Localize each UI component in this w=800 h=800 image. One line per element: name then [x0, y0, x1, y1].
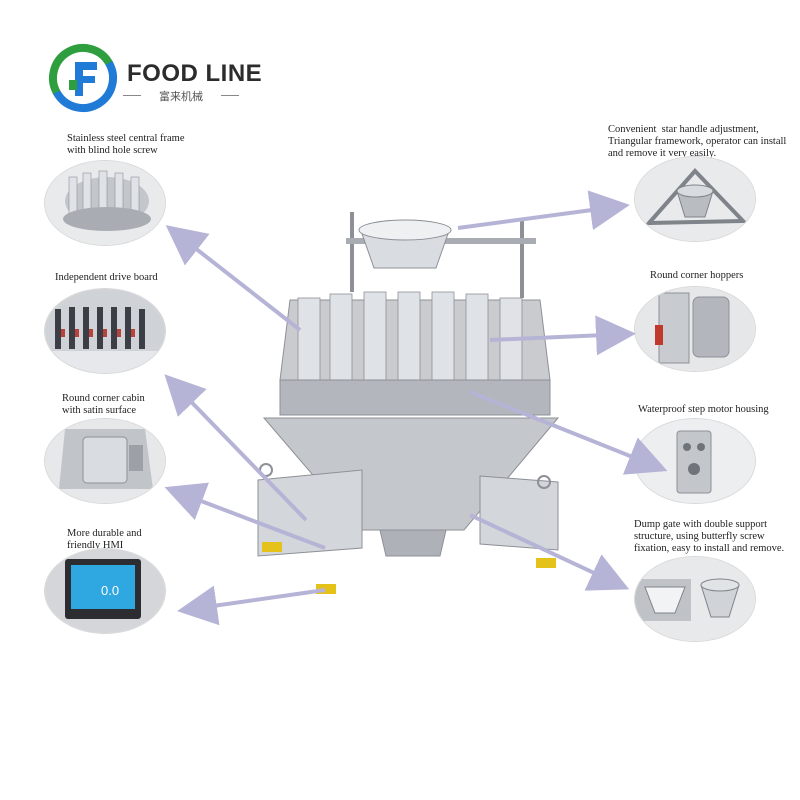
- hmi-display-value: 0.0: [101, 583, 120, 598]
- multihead-weigher-image: [257, 212, 560, 594]
- brand-logo: FOOD LINE 富来机械: [45, 40, 305, 120]
- thumb-cabin: [44, 418, 166, 504]
- label-central-frame: Stainless steel central frame with blind…: [67, 133, 185, 156]
- thumb-star-handle: [634, 156, 756, 242]
- thumb-motor-housing: [634, 418, 756, 504]
- label-dump-gate: Dump gate with double support structure,…: [634, 519, 785, 554]
- brand-name: FOOD LINE: [127, 60, 263, 87]
- label-star-handle: Convenient star handle adjustment, Trian…: [608, 124, 787, 159]
- thumb-hoppers: [634, 286, 756, 372]
- label-drive-board: Independent drive board: [55, 272, 158, 283]
- hoppers-image: [635, 287, 755, 371]
- thumb-dump-gate: [634, 556, 756, 642]
- cabin-image: [45, 419, 165, 503]
- food-line-logo-icon: [49, 44, 118, 112]
- label-hoppers: Round corner hoppers: [650, 270, 744, 281]
- drive-board-image: [45, 289, 165, 373]
- star-handle-image: [635, 157, 755, 241]
- thumb-hmi: 0.0: [44, 548, 166, 634]
- label-hmi: More durable and friendly HMI: [67, 528, 142, 551]
- label-motor-housing: Waterproof step motor housing: [638, 404, 769, 415]
- thumb-drive-board: [44, 288, 166, 374]
- thumb-central-frame: [44, 160, 166, 246]
- motor-housing-image: [635, 419, 755, 503]
- label-cabin: Round corner cabin with satin surface: [62, 393, 145, 416]
- brand-subtitle: 富来机械: [123, 88, 239, 104]
- central-frame-image: [45, 161, 165, 245]
- hmi-image: [45, 549, 165, 633]
- dump-gate-image: [635, 557, 755, 641]
